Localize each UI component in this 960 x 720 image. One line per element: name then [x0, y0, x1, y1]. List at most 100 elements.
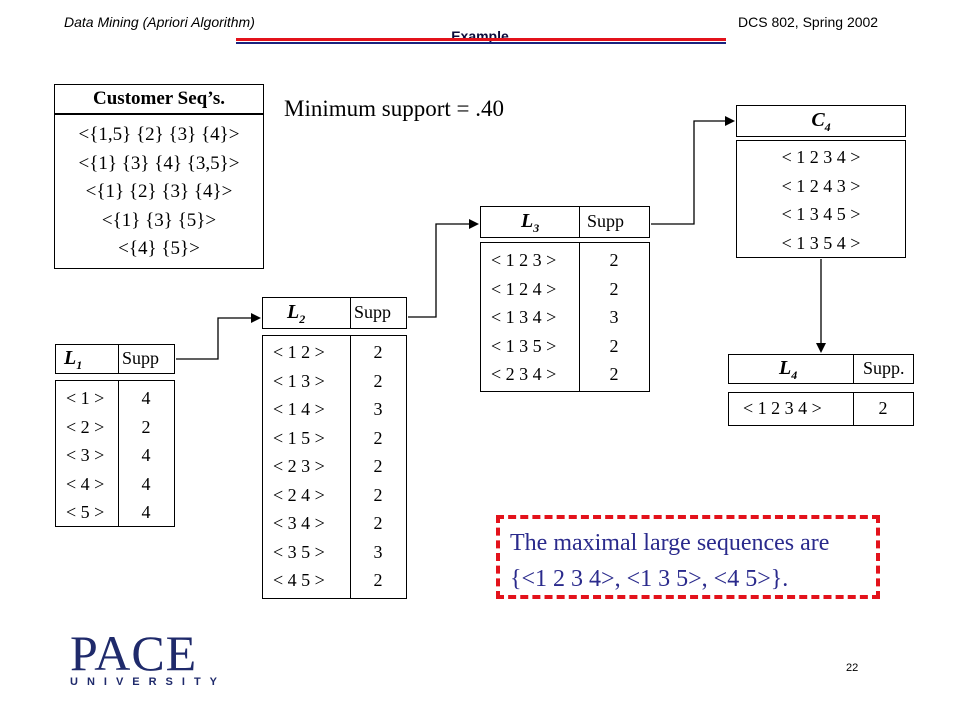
l3-body-divider — [579, 243, 580, 391]
customer-seqs-table: <{1,5} {2} {3} {4}> <{1} {3} {4} {3,5}> … — [54, 114, 264, 269]
maximal-sequences-note: The maximal large sequences are {<1 2 3 … — [496, 515, 880, 599]
pace-university-logo: PACE UNIVERSITY — [70, 625, 227, 688]
l1-seq: < 4 > — [66, 473, 105, 494]
customer-seq-row: <{1} {3} {5}> — [101, 209, 217, 231]
note-line-2: {<1 2 3 4>, <1 3 5>, <4 5>}. — [510, 566, 789, 592]
l1-supp: 4 — [141, 502, 151, 522]
l1-seq: < 5 > — [66, 502, 105, 522]
customer-seq-row: <{1,5} {2} {3} {4}> — [78, 124, 240, 145]
l1-supp-label: Supp — [122, 348, 160, 368]
l1-supp-column: 4 2 4 4 4 — [118, 384, 174, 527]
note-text: The maximal large sequences are {<1 2 3 … — [510, 525, 829, 597]
logo-wordmark: PACE — [70, 625, 198, 681]
l2-supp-label: Supp — [354, 302, 392, 322]
page-number: 22 — [846, 662, 859, 674]
l1-header-divider — [118, 345, 119, 373]
l3-name: L3 — [521, 210, 540, 235]
l4-header-divider — [853, 355, 854, 383]
l2-seq: < 4 5 > — [273, 570, 325, 590]
header-course-title: Data Mining (Apriori Algorithm) — [64, 14, 255, 30]
l2-supp: 2 — [373, 370, 383, 391]
l4-seq-column: < 1 2 3 4 > — [743, 394, 822, 423]
l4-body-divider — [853, 393, 854, 425]
l2-name: L2 — [287, 301, 306, 326]
l2-supp: 3 — [373, 399, 383, 419]
l3-table-header: L3 Supp — [480, 206, 650, 238]
l3-seq: < 1 2 4 > — [491, 278, 557, 299]
l1-supp: 4 — [141, 473, 151, 494]
l3-supp: 2 — [609, 278, 619, 299]
customer-seqs-header: Customer Seq’s. — [54, 84, 264, 114]
l2-supp: 2 — [373, 570, 383, 590]
l2-seq: < 1 5 > — [273, 427, 325, 448]
l1-supp: 4 — [141, 388, 151, 408]
l2-body-divider — [350, 336, 351, 598]
l3-supp: 2 — [609, 335, 619, 356]
c4-seq-column: < 1 2 3 4 > < 1 2 4 3 > < 1 3 4 5 > < 1 … — [737, 143, 905, 257]
c4-seq: < 1 3 5 4 > — [781, 232, 861, 253]
l1-seq-column: < 1 > < 2 > < 3 > < 4 > < 5 > — [66, 384, 104, 527]
c4-seq: < 1 2 4 3 > — [781, 175, 861, 196]
l1-name: L1 — [64, 347, 83, 372]
c4-name: C4 — [811, 109, 831, 134]
c4-seq: < 1 3 4 5 > — [781, 204, 861, 224]
l2-seq: < 3 4 > — [273, 513, 325, 533]
l1-table-header: L1 Supp — [55, 344, 175, 374]
l3-supp: 2 — [609, 364, 619, 384]
l4-supp-label: Supp. — [863, 358, 905, 378]
note-line-1: The maximal large sequences are — [510, 530, 830, 556]
l3-header-divider — [579, 207, 580, 237]
l2-table-body: < 1 2 > < 1 3 > < 1 4 > < 1 5 > < 2 3 > … — [262, 335, 407, 599]
l3-seq-column: < 1 2 3 > < 1 2 4 > < 1 3 4 > < 1 3 5 > … — [491, 246, 556, 389]
l4-supp-column: 2 — [853, 394, 913, 423]
c4-table-header: C4 — [736, 105, 906, 137]
l2-supp: 2 — [373, 513, 383, 533]
title-rule-blue — [236, 42, 726, 44]
l2-seq-column: < 1 2 > < 1 3 > < 1 4 > < 1 5 > < 2 3 > … — [273, 338, 325, 595]
l2-table-header: L2 Supp — [262, 297, 407, 329]
l2-supp: 2 — [373, 427, 383, 448]
l3-supp: 3 — [609, 307, 619, 327]
l4-seq: < 1 2 3 4 > — [743, 398, 822, 418]
customer-seqs-list: <{1,5} {2} {3} {4}> <{1} {3} {4} {3,5}> … — [55, 121, 263, 264]
minimum-support-label: Minimum support = .40 — [284, 96, 504, 121]
logo-subtitle: UNIVERSITY — [70, 676, 227, 688]
arrow-l1-to-l2 — [176, 313, 261, 360]
l1-body-divider — [118, 381, 119, 526]
customer-seq-row: <{1} {2} {3} {4}> — [85, 181, 233, 202]
arrow-l3-to-c4 — [651, 116, 735, 225]
l3-seq: < 1 2 3 > — [491, 250, 557, 270]
customer-seq-row: <{4} {5}> — [118, 238, 200, 259]
l4-supp: 2 — [878, 398, 888, 418]
l3-supp-column: 2 2 3 2 2 — [579, 246, 649, 389]
arrow-l2-to-l3 — [408, 219, 479, 318]
l2-seq: < 2 4 > — [273, 484, 325, 505]
l2-seq: < 2 3 > — [273, 456, 325, 476]
l4-table-header: L4 Supp. — [728, 354, 914, 384]
l2-seq: < 1 4 > — [273, 399, 325, 419]
l3-seq: < 1 3 4 > — [491, 307, 557, 327]
l4-name: L4 — [779, 357, 798, 382]
customer-seq-row: <{1} {3} {4} {3,5}> — [78, 152, 240, 174]
l2-seq: < 1 3 > — [273, 370, 325, 391]
l2-seq: < 3 5 > — [273, 541, 325, 562]
l3-supp: 2 — [609, 250, 619, 270]
c4-table-body: < 1 2 3 4 > < 1 2 4 3 > < 1 3 4 5 > < 1 … — [736, 140, 906, 258]
l2-supp: 3 — [373, 541, 383, 562]
l3-seq: < 2 3 4 > — [491, 364, 557, 384]
c4-seq: < 1 2 3 4 > — [781, 147, 861, 167]
l2-supp: 2 — [373, 456, 383, 476]
l2-header-divider — [350, 298, 351, 328]
l3-seq: < 1 3 5 > — [491, 335, 557, 356]
l2-supp: 2 — [373, 484, 383, 505]
l1-seq: < 3 > — [66, 445, 105, 465]
l1-seq: < 1 > — [66, 388, 105, 408]
l1-table-body: < 1 > < 2 > < 3 > < 4 > < 5 > 4 2 4 4 4 — [55, 380, 175, 527]
l1-supp: 2 — [141, 416, 151, 437]
l4-table-body: < 1 2 3 4 > 2 — [728, 392, 914, 426]
header-course-term: DCS 802, Spring 2002 — [738, 14, 879, 30]
l1-seq: < 2 > — [66, 416, 105, 437]
l3-supp-label: Supp — [587, 211, 625, 231]
l2-supp: 2 — [373, 342, 383, 362]
